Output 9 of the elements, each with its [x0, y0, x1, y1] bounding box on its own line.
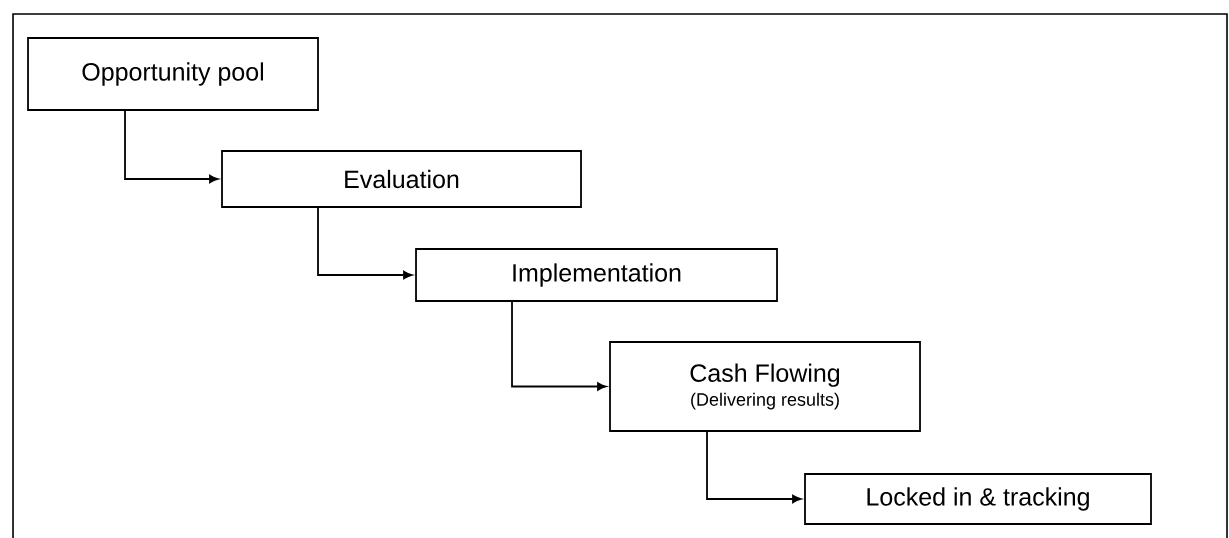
process-box: Locked in & tracking [804, 473, 1152, 525]
arrow [124, 110, 219, 184]
process-box: Cash Flowing (Delivering results) [609, 341, 921, 432]
arrow [706, 431, 802, 504]
arrow [511, 301, 607, 391]
arrow [317, 207, 413, 280]
process-box: Evaluation [221, 150, 582, 208]
process-box: Opportunity pool [27, 37, 319, 111]
process-box: Implementation [415, 248, 778, 302]
